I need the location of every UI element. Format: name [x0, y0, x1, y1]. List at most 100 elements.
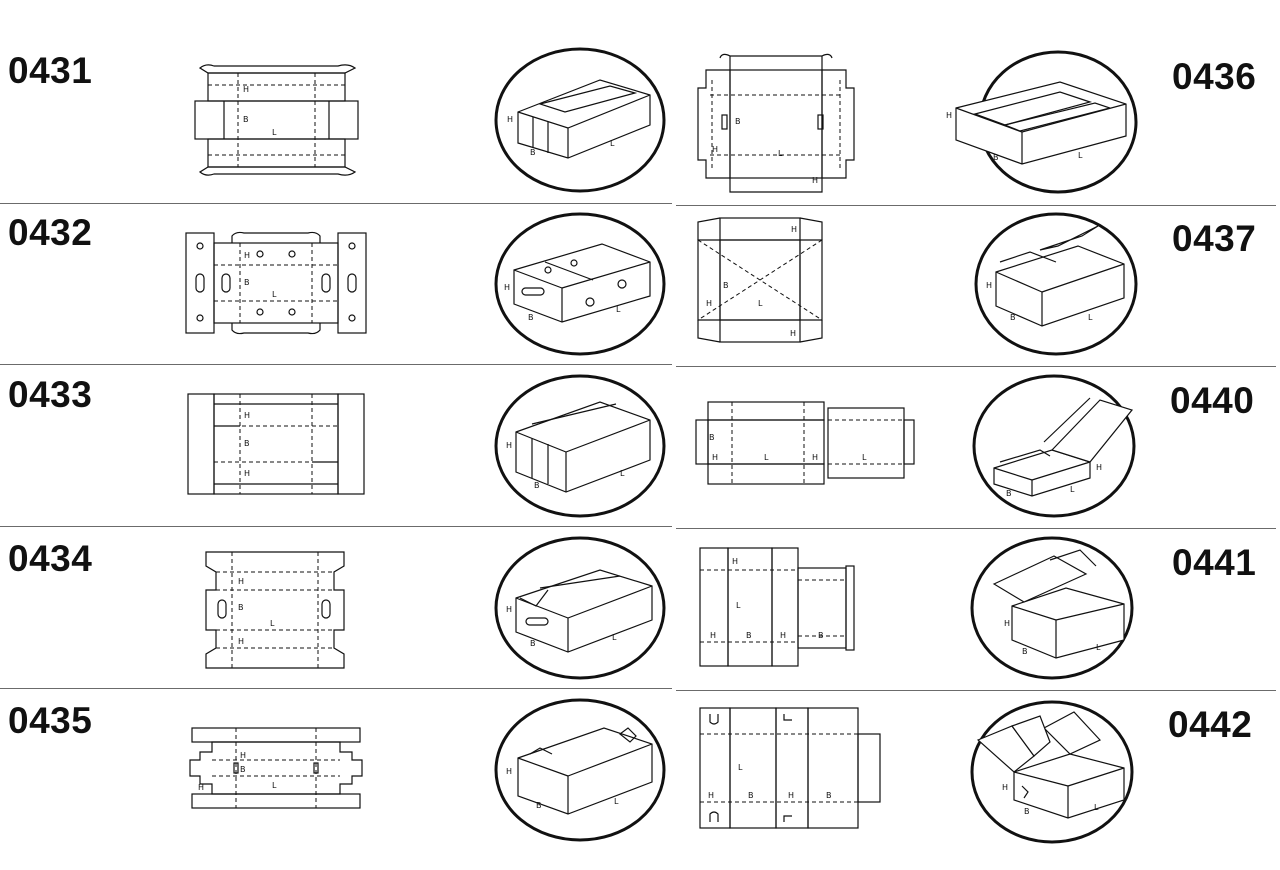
box-label-b: B	[1010, 313, 1016, 322]
box-label-b: B	[534, 481, 540, 490]
flat-net-0434	[205, 551, 345, 669]
box-label-b: B	[528, 313, 534, 322]
box-label-h: H	[1002, 783, 1008, 792]
style-code-0436: 0436	[1172, 56, 1257, 97]
box-illustration-0435	[494, 698, 666, 842]
flat-net-0433	[187, 393, 365, 495]
net-label-h: H	[244, 251, 250, 260]
net-label-h: H	[708, 791, 714, 800]
net-label-l: L	[272, 128, 277, 137]
net-label-h: H	[238, 637, 244, 646]
box-illustration-0437	[974, 212, 1138, 356]
box-label-h: H	[507, 115, 513, 124]
net-label-b: B	[244, 439, 250, 448]
style-code-0441: 0441	[1172, 542, 1257, 583]
style-code-0437: 0437	[1172, 218, 1257, 259]
row-divider	[0, 364, 672, 365]
net-label-l: L	[862, 453, 867, 462]
box-label-l: L	[612, 633, 617, 642]
box-label-l: L	[1088, 313, 1093, 322]
net-label-b: B	[238, 603, 244, 612]
box-label-h: H	[506, 605, 512, 614]
flat-net-0442	[699, 707, 881, 829]
box-label-h: H	[946, 111, 952, 120]
net-label-h: H	[812, 453, 818, 462]
row-divider	[0, 203, 672, 204]
style-code-0432: 0432	[8, 212, 93, 253]
net-label-b: B	[746, 631, 752, 640]
box-label-h: H	[1096, 463, 1102, 472]
box-label-l: L	[1094, 803, 1099, 812]
box-label-l: L	[1096, 643, 1101, 652]
box-illustration-0440	[972, 374, 1136, 518]
net-label-h: H	[244, 411, 250, 420]
net-label-l: L	[270, 619, 275, 628]
net-label-h: H	[710, 631, 716, 640]
box-label-b: B	[1024, 807, 1030, 816]
box-label-l: L	[620, 469, 625, 478]
net-label-b: B	[735, 117, 741, 126]
box-label-l: L	[1070, 485, 1075, 494]
box-label-h: H	[1004, 619, 1010, 628]
net-label-b: B	[243, 115, 249, 124]
box-label-h: H	[504, 283, 510, 292]
row-divider	[676, 690, 1276, 691]
flat-net-0435	[189, 727, 363, 809]
box-illustration-0434	[494, 536, 666, 680]
net-label-h: H	[706, 299, 712, 308]
net-label-l: L	[764, 453, 769, 462]
net-label-h: H	[198, 783, 204, 792]
row-divider	[676, 528, 1276, 529]
box-label-l: L	[610, 139, 615, 148]
flat-net-0441	[699, 547, 855, 667]
net-label-h: H	[788, 791, 794, 800]
net-label-h: H	[732, 557, 738, 566]
style-code-0442: 0442	[1168, 704, 1253, 745]
net-label-l: L	[738, 763, 743, 772]
box-label-b: B	[1006, 489, 1012, 498]
box-illustration-0441	[970, 536, 1134, 680]
style-code-0433: 0433	[8, 374, 93, 415]
box-label-l: L	[616, 305, 621, 314]
net-label-b: B	[826, 791, 832, 800]
net-label-h: H	[812, 176, 818, 185]
style-code-0440: 0440	[1170, 380, 1255, 421]
net-label-l: L	[778, 149, 783, 158]
row-divider	[676, 205, 1276, 206]
box-label-b: B	[530, 148, 536, 157]
net-label-b: B	[709, 433, 715, 442]
flat-net-0436	[697, 53, 855, 193]
net-label-h: H	[712, 145, 718, 154]
box-label-b: B	[993, 153, 999, 162]
net-label-h: H	[712, 453, 718, 462]
row-divider	[0, 688, 672, 689]
row-divider	[676, 366, 1276, 367]
net-label-h: H	[240, 751, 246, 760]
net-label-l: L	[758, 299, 763, 308]
net-label-l: L	[736, 601, 741, 610]
net-label-l: L	[272, 781, 277, 790]
box-label-b: B	[536, 801, 542, 810]
box-label-l: L	[614, 797, 619, 806]
net-label-b: B	[244, 278, 250, 287]
box-label-b: B	[530, 639, 536, 648]
style-code-0435: 0435	[8, 700, 93, 741]
flat-net-0432	[185, 231, 367, 335]
flat-net-0440	[695, 401, 915, 485]
box-label-h: H	[506, 441, 512, 450]
box-label-l: L	[1078, 151, 1083, 160]
box-label-h: H	[986, 281, 992, 290]
box-illustration-0442	[970, 700, 1134, 844]
style-code-0434: 0434	[8, 538, 93, 579]
box-label-b: B	[1022, 647, 1028, 656]
net-label-h: H	[244, 469, 250, 478]
net-label-h: H	[780, 631, 786, 640]
row-divider	[0, 526, 672, 527]
box-illustration-0431	[494, 47, 666, 193]
net-label-h: H	[238, 577, 244, 586]
box-illustration-0436	[955, 50, 1138, 194]
box-illustration-0432	[494, 212, 666, 356]
flat-net-0437	[697, 217, 823, 343]
